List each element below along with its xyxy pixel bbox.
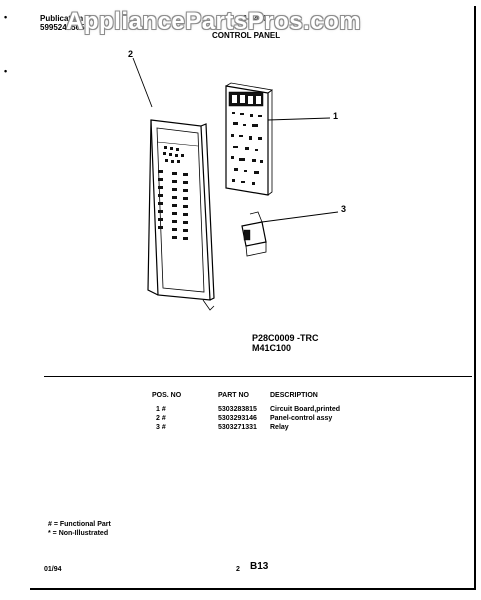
section-title: CONTROL PANEL <box>212 31 281 40</box>
publication-number: 5995248565 <box>40 23 85 32</box>
header-description: DESCRIPTION <box>270 392 318 399</box>
part-cell: 5303293146 <box>218 415 257 422</box>
description-cell: Relay <box>270 424 289 431</box>
description-cell: Panel-control assy <box>270 415 333 422</box>
parts-table: POS. NO PART NO DESCRIPTION 1 # 53032838… <box>152 391 360 432</box>
footer-code: B13 <box>250 561 269 572</box>
model-number: 66-5470 <box>238 14 268 23</box>
legend-functional: # = Functional Part <box>48 521 111 528</box>
binder-mark: • <box>4 12 8 22</box>
pos-cell: 2 # <box>156 415 166 422</box>
parts-table-header: POS. NO PART NO DESCRIPTION <box>152 391 360 400</box>
model-code: P28C0009 -TRC <box>252 333 319 343</box>
callout-3: 3 <box>341 204 347 214</box>
model-code: M41C100 <box>252 343 292 353</box>
pos-cell: 3 # <box>156 424 166 431</box>
part-cell: 5303283815 <box>218 406 257 413</box>
watermark: AppliancePartsPros.com <box>66 8 362 35</box>
table-row: 1 # 5303283815 Circuit Board,printed <box>152 405 360 414</box>
publication-label: Publication No. <box>40 14 99 23</box>
header-part: PART NO <box>218 392 249 399</box>
table-row: 2 # 5303293146 Panel-control assy <box>152 414 360 423</box>
page-frame <box>30 6 476 590</box>
header-pos: POS. NO <box>152 392 182 399</box>
binder-mark: • <box>4 66 8 76</box>
description-cell: Circuit Board,printed <box>270 406 341 413</box>
footer-date: 01/94 <box>44 566 62 573</box>
legend-non-illustrated: * = Non-Illustrated <box>48 530 109 537</box>
callout-1: 1 <box>333 111 339 121</box>
part-cell: 5303271331 <box>218 424 257 431</box>
footer-page: 2 <box>236 566 240 573</box>
pos-cell: 1 # <box>156 406 166 413</box>
callout-2: 2 <box>128 49 134 59</box>
table-row: 3 # 5303271331 Relay <box>152 423 360 432</box>
section-divider <box>44 376 472 377</box>
